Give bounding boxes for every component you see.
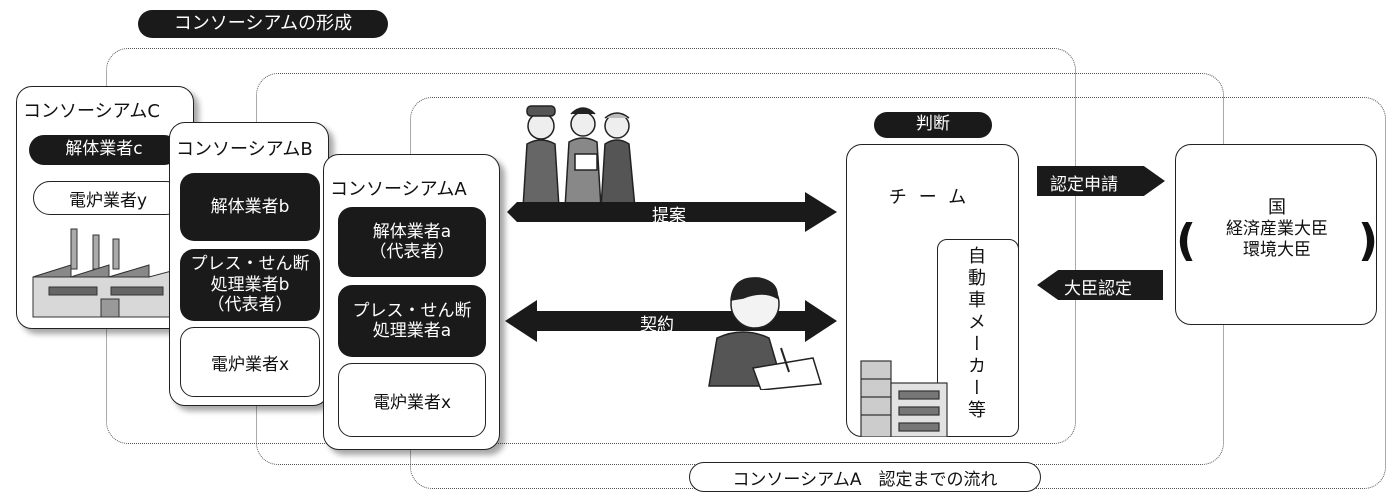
consortium-b-card: コンソーシアムB 解体業者b プレス・せん断 処理業者b （代表者） 電炉業者x [169, 122, 329, 406]
dismantler-a: 解体業者a （代表者） [338, 207, 486, 277]
team-box: チーム 自動車メーカー等 [846, 144, 1019, 437]
press-shear-a: プレス・せん断 処理業者a [338, 285, 486, 357]
country-label: 国 [1268, 197, 1286, 218]
press-shear-b: プレス・せん断 処理業者b （代表者） [180, 249, 320, 321]
right-paren: ) [1358, 215, 1379, 266]
contract-label: 契約 [640, 315, 674, 335]
judgment-badge: 判断 [874, 112, 992, 138]
proposal-label: 提案 [652, 206, 686, 226]
ministers-label: 経済産業大臣 環境大臣 [1226, 219, 1328, 261]
proposal-arrow [507, 192, 837, 232]
contract-arrow [505, 300, 837, 342]
furnace-x-b: 電炉業者x [180, 327, 320, 397]
diagram-heading: コンソーシアムの形成 [138, 10, 388, 38]
factory-icon [32, 228, 180, 318]
country-box: 国 ( 経済産業大臣 環境大臣 ) [1175, 144, 1379, 325]
consortium-a-title: コンソーシアムA [330, 179, 467, 200]
dismantler-c: 解体業者c [29, 135, 179, 165]
workers-group-icon [522, 105, 636, 209]
dismantler-b: 解体業者b [180, 173, 320, 241]
building-icon [860, 360, 948, 437]
furnace-x-a: 電炉業者x [338, 363, 486, 437]
left-paren: ( [1176, 215, 1197, 266]
application-arrow [1037, 166, 1165, 196]
approval-label: 大臣認定 [1064, 279, 1132, 299]
flow-caption: コンソーシアムA 認定までの流れ [689, 462, 1041, 492]
automaker-label: 自動車メーカー等 [965, 246, 986, 422]
consortium-c-card: コンソーシアムC 解体業者c 電炉業者y [16, 86, 194, 329]
consortium-a-card: コンソーシアムA 解体業者a （代表者） プレス・せん断 処理業者a 電炉業者x [323, 154, 500, 450]
application-label: 認定申請 [1050, 175, 1118, 195]
furnace-y: 電炉業者y [33, 181, 183, 215]
consortium-c-title: コンソーシアムC [23, 101, 160, 122]
approval-arrow [1037, 270, 1163, 300]
signing-person-icon [708, 277, 822, 390]
consortium-b-title: コンソーシアムB [176, 139, 313, 160]
team-label: チーム [888, 187, 979, 208]
automaker-box: 自動車メーカー等 [937, 239, 1019, 437]
